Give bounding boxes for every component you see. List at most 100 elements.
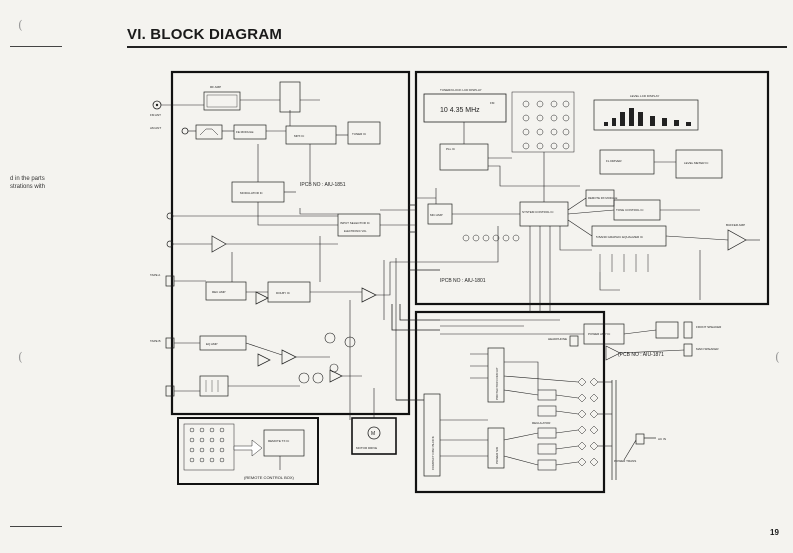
svg-text:COMPACT DISC BLOCK: COMPACT DISC BLOCK: [431, 436, 435, 470]
page-number: 19: [770, 528, 779, 537]
block-protect: PROTECTION CIRCUIT: [487, 347, 505, 403]
ac-plug-icon: AC IN: [635, 433, 666, 445]
am-antenna-icon: AM ANT: [150, 126, 189, 135]
diode-bank: [462, 234, 520, 242]
block-mic: MIC AMP: [427, 203, 453, 225]
block-system-control: SYSTEM CONTROL IC: [519, 201, 569, 227]
page-title: VI. BLOCK DIAGRAM: [127, 26, 283, 43]
block-rf-amp: RF AMP: [203, 85, 241, 111]
block-power-sw: POWER SW: [487, 427, 505, 469]
svg-text:MIC AMP: MIC AMP: [430, 213, 443, 217]
level-lcd: LEVEL LCD DISPLAY: [593, 94, 699, 131]
svg-text:INPUT SELECTOR IC: INPUT SELECTOR IC: [340, 221, 371, 225]
svg-text:LEVEL METER IC: LEVEL METER IC: [684, 161, 709, 165]
left-rule-bottom: [10, 526, 62, 527]
block-rec-amp: REC AMP: [205, 281, 247, 301]
margin-note-1: d in the parts: [10, 176, 45, 182]
board-aiu-1851: [170, 70, 411, 416]
svg-text:REMOTE RX MODULE: REMOTE RX MODULE: [588, 196, 618, 200]
lcd-display: TUNER/CLOCK LCD DISPLAY 10 4.35 MHz FM: [423, 88, 507, 123]
wiring-right-top: [416, 122, 760, 312]
block-remote-ic: REMOTE TX IC: [263, 429, 305, 470]
svg-text:REC AMP: REC AMP: [212, 290, 226, 294]
svg-text:TUNER IC: TUNER IC: [352, 132, 367, 136]
label-tape-a: TAPE A: [150, 273, 160, 277]
block-tone-control: TONE CONTROL IC: [613, 199, 661, 221]
margin-paren-right: (: [775, 350, 780, 364]
block-tuner-ic: TUNER IC: [347, 121, 381, 145]
svg-text:RF AMP: RF AMP: [210, 85, 221, 89]
block-eq-amp: EQ AMP: [199, 335, 247, 351]
block-fe-module: FE MODULE: [195, 124, 267, 140]
wiring-right-bottom: [440, 319, 685, 466]
block-input-selector: INPUT SELECTOR IC ELECTRONIC VOL: [337, 213, 381, 237]
board-aiu-1801: [414, 70, 770, 306]
svg-text:5 BAND GRAPHIC EQUALIZER IC: 5 BAND GRAPHIC EQUALIZER IC: [596, 235, 644, 239]
svg-text:FM: FM: [490, 101, 495, 105]
svg-text:PROTECTION CIRCUIT: PROTECTION CIRCUIT: [495, 367, 499, 400]
svg-text:REMOTE TX IC: REMOTE TX IC: [268, 439, 290, 443]
fm-antenna-icon: FM ANT: [150, 100, 162, 117]
svg-text:AC IN: AC IN: [658, 437, 666, 441]
margin-paren-left-2: (: [18, 18, 23, 32]
block-regulator-right: REGULATOR: [532, 389, 557, 471]
svg-text:BUFFER AMP: BUFFER AMP: [726, 223, 745, 227]
svg-text:POWER TRANS: POWER TRANS: [614, 459, 636, 463]
svg-text:SYSTEM CONTROL IC: SYSTEM CONTROL IC: [522, 210, 554, 214]
svg-text:LEVEL LCD DISPLAY: LEVEL LCD DISPLAY: [630, 94, 659, 98]
block-level-meter: LEVEL METER IC: [675, 149, 723, 179]
svg-text:PLL IC: PLL IC: [446, 147, 456, 151]
board-remote: [177, 417, 319, 485]
bus-lines: [391, 204, 440, 401]
block-modulator: MODULATOR IC: [231, 181, 285, 203]
label-tape-b: TAPE B: [150, 339, 160, 343]
eq-slider-bank: [599, 254, 649, 272]
block-buffer-amp: BUFFER AMP: [726, 223, 747, 251]
svg-text:MPX IC: MPX IC: [294, 134, 305, 138]
svg-text:DOLBY IC: DOLBY IC: [276, 291, 291, 295]
svg-text:POWER AMP IC: POWER AMP IC: [588, 332, 611, 336]
svg-text:POWER SW: POWER SW: [495, 447, 499, 464]
margin-note-2: strations with: [10, 184, 46, 190]
wiring-left: [161, 99, 416, 420]
key-matrix: [511, 91, 575, 153]
board-aiu-1871: [414, 310, 606, 494]
label-aiu-1851: IPCB NO : AIU-1851: [300, 182, 346, 188]
svg-text:TONE CONTROL IC: TONE CONTROL IC: [616, 208, 644, 212]
headphone-jack: HEADPHONE: [548, 335, 579, 347]
svg-text:M: M: [371, 431, 375, 437]
amp-triangles-left: [211, 235, 377, 383]
bridge-rectifiers: [577, 377, 599, 467]
block-remote-rx: REMOTE RX MODULE: [585, 189, 618, 207]
block-dolby-ic: DOLBY IC: [267, 281, 311, 303]
svg-text:ELECTRONIC VOL: ELECTRONIC VOL: [344, 229, 367, 233]
motor-icon: M MOTOR DRIVE: [356, 426, 381, 450]
block-regulator-left: [199, 375, 229, 397]
svg-text:MAIN SPEAKER: MAIN SPEAKER: [696, 347, 719, 351]
remote-keypad: [183, 423, 263, 471]
block-cd: COMPACT DISC BLOCK: [423, 393, 441, 477]
transistors-left: [298, 332, 356, 384]
title-rule: [127, 46, 787, 48]
svg-text:TUNER/CLOCK LCD DISPLAY: TUNER/CLOCK LCD DISPLAY: [440, 88, 482, 92]
svg-text:HEADPHONE: HEADPHONE: [548, 337, 567, 341]
power-transformer: POWER TRANS: [611, 380, 636, 480]
svg-text:FE MODULE: FE MODULE: [236, 130, 254, 134]
svg-text:EQ AMP: EQ AMP: [206, 342, 218, 346]
svg-text:10 4.35 MHz: 10 4.35 MHz: [440, 107, 480, 114]
svg-text:FM ANT: FM ANT: [150, 113, 161, 117]
left-rule-top: [10, 46, 62, 47]
block-graphic-eq: 5 BAND GRAPHIC EQUALIZER IC: [591, 225, 667, 247]
label-aiu-1871: (PCB NO : AIU-1871: [618, 352, 664, 358]
block-pll-ic: PLL IC: [439, 143, 489, 171]
svg-text:FRONT SPEAKER: FRONT SPEAKER: [696, 325, 722, 329]
svg-text:FL DRIVER: FL DRIVER: [606, 159, 622, 163]
block-fl-driver: FL DRIVER: [599, 149, 655, 175]
label-aiu-1801: IPCB NO : AIU-1801: [440, 278, 486, 284]
label-remote-control: (REMOTE CONTROL BOX): [244, 475, 295, 480]
svg-text:AM ANT: AM ANT: [150, 126, 161, 130]
svg-text:REGULATOR: REGULATOR: [532, 421, 551, 425]
svg-text:MODULATOR IC: MODULATOR IC: [240, 191, 264, 195]
svg-text:MOTOR DRIVE: MOTOR DRIVE: [356, 446, 377, 450]
